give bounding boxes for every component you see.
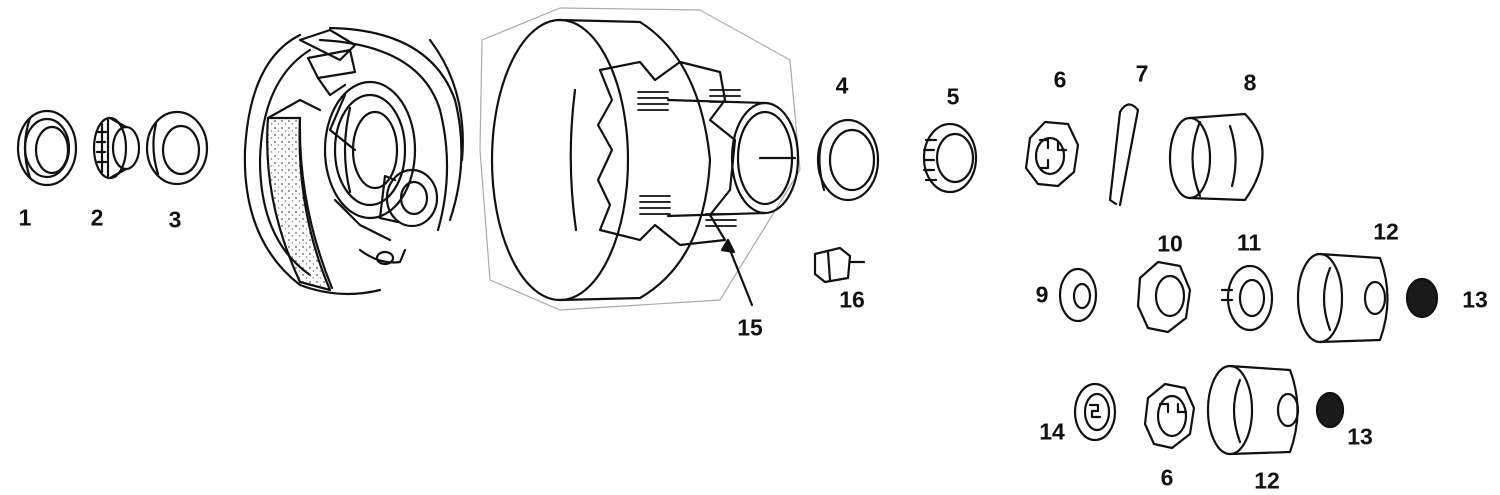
part-label-14: 14 (1039, 418, 1065, 445)
plug-13-lower-drawing (1315, 391, 1345, 429)
washer-9-drawing (1058, 267, 1098, 323)
bearing-5-drawing (922, 122, 978, 194)
plug-13-drawing (1405, 277, 1439, 319)
retainer-11-drawing (1220, 264, 1274, 332)
castle-nut-6-lower-drawing (1143, 382, 1196, 450)
part-label-7: 7 (1135, 60, 1149, 87)
brake-assembly-drawing (243, 26, 464, 296)
part-label-9: 9 (1035, 281, 1049, 308)
part-label-6-lower: 6 (1160, 464, 1174, 491)
part-label-15: 15 (737, 314, 763, 341)
part-label-8: 8 (1243, 69, 1257, 96)
part-label-13-lower: 13 (1347, 423, 1373, 450)
bearing-race-3-drawing (145, 110, 209, 186)
bearing-race-4-drawing (816, 118, 880, 202)
hex-nut-10-drawing (1136, 260, 1192, 334)
cotter-pin-7-drawing (1108, 103, 1140, 207)
part-label-5: 5 (946, 83, 960, 110)
lug-nut-16-drawing (813, 246, 866, 284)
part-label-3: 3 (168, 206, 182, 233)
part-label-1: 1 (18, 204, 32, 231)
part-label-13: 13 (1462, 286, 1488, 313)
washer-14-drawing (1073, 382, 1117, 442)
tapered-bearing-2-drawing (92, 116, 141, 180)
grease-cap-12-drawing (1296, 252, 1389, 344)
bearing-race-1-drawing (16, 109, 78, 187)
part-label-12: 12 (1373, 218, 1399, 245)
brake-drum-hub-drawing (479, 7, 801, 311)
part-label-12-lower: 12 (1254, 467, 1280, 494)
part-label-16: 16 (839, 286, 865, 313)
castle-nut-6-drawing (1024, 120, 1080, 188)
grease-cap-12-lower-drawing (1206, 364, 1300, 456)
part-label-10: 10 (1157, 230, 1183, 257)
part-label-4: 4 (835, 72, 849, 99)
part-label-2: 2 (90, 204, 104, 231)
part-label-11: 11 (1236, 229, 1262, 256)
dust-cap-8-drawing (1168, 112, 1264, 202)
part-label-6: 6 (1053, 66, 1067, 93)
